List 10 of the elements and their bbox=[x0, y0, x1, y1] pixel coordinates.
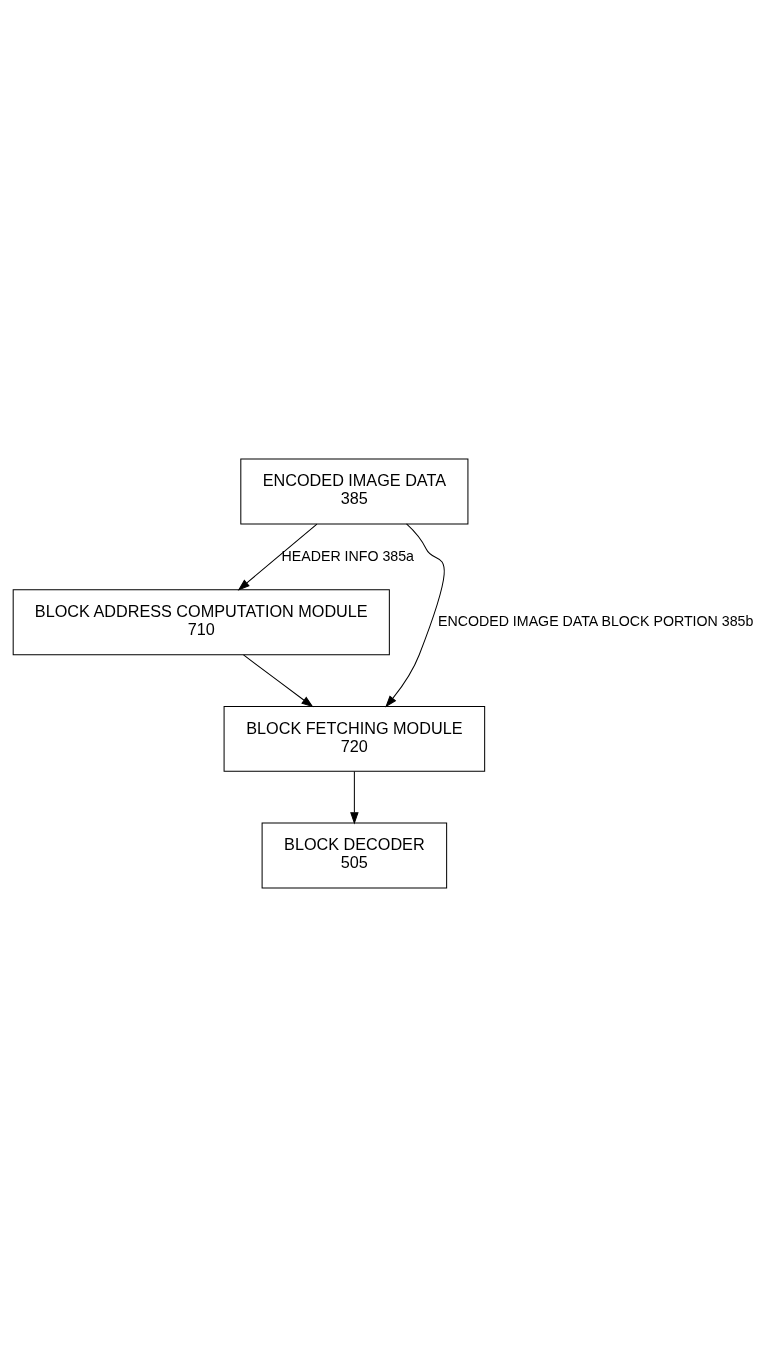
edge-label: HEADER INFO 385a bbox=[281, 547, 414, 564]
arrow bbox=[242, 653, 313, 707]
node-box: BLOCK ADDRESS COMPUTATION MODULE 710 bbox=[12, 588, 390, 655]
edge-label: ENCODED IMAGE DATA BLOCK PORTION 385b bbox=[437, 612, 753, 629]
node-box: ENCODED IMAGE DATA 385 bbox=[239, 458, 468, 524]
node-box: BLOCK FETCHING MODULE 720 bbox=[223, 705, 485, 772]
arrow bbox=[349, 770, 359, 824]
node-box: BLOCK DECODER 505 bbox=[261, 822, 447, 888]
arrow bbox=[237, 523, 317, 591]
arrow bbox=[384, 522, 445, 707]
